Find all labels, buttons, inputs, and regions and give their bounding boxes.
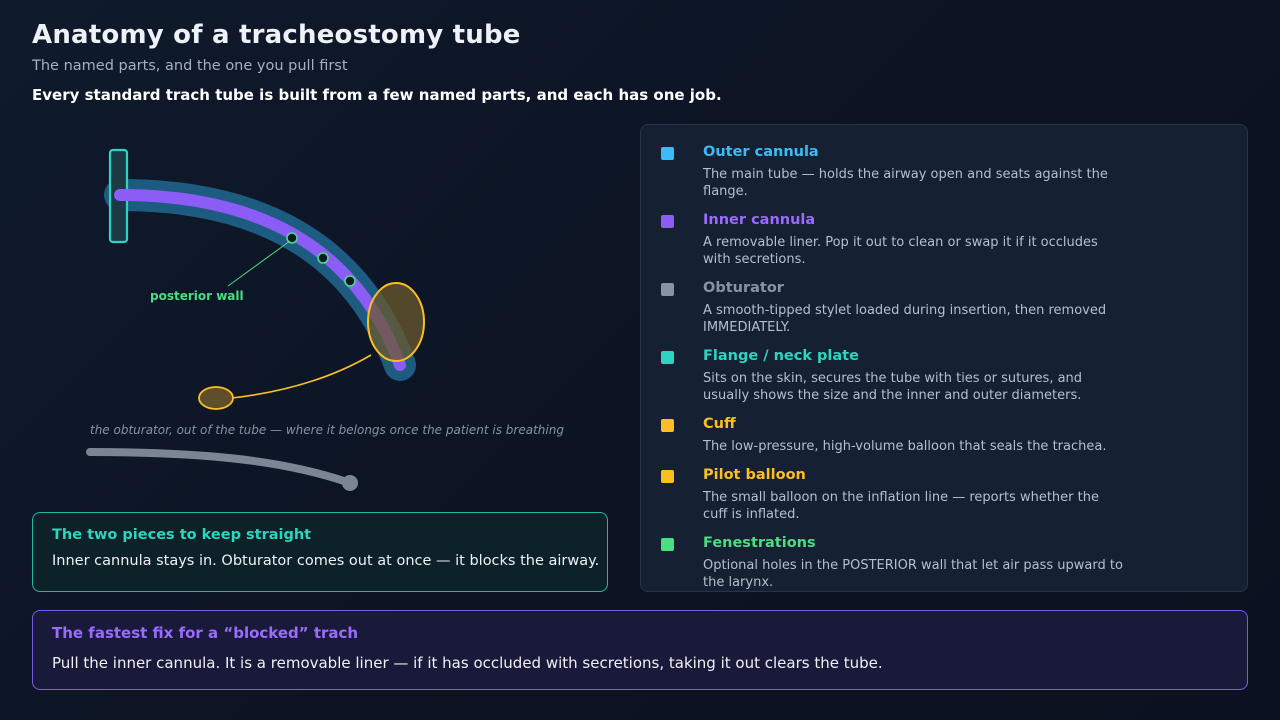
- pilot-balloon-shape: [198, 386, 234, 410]
- legend-name: Outer cannula: [703, 144, 819, 160]
- legend-name: Fenestrations: [703, 535, 816, 551]
- pilot-balloon-swatch: [661, 470, 674, 483]
- inner-cannula-swatch: [661, 215, 674, 228]
- fenestration-dot: [286, 232, 298, 244]
- legend-desc: The low-pressure, high-volume balloon th…: [703, 439, 1107, 454]
- posterior-wall-leader: [227, 240, 291, 287]
- keep-straight-callout: The two pieces to keep straight Inner ca…: [32, 512, 608, 592]
- fastest-fix-text: Pull the inner cannula. It is a removabl…: [52, 654, 883, 672]
- lead-text: Every standard trach tube is built from …: [32, 86, 722, 104]
- inflation-line: [231, 354, 372, 399]
- legend-desc: The main tube — holds the airway open an…: [703, 167, 1108, 199]
- fenestration-dot: [317, 252, 329, 264]
- obturator-shape: [86, 448, 351, 486]
- posterior-wall-label: posterior wall: [150, 289, 244, 303]
- fastest-fix-title: The fastest fix for a “blocked” trach: [52, 624, 359, 642]
- legend-name: Pilot balloon: [703, 467, 806, 483]
- legend-name: Flange / neck plate: [703, 348, 859, 364]
- legend-name: Inner cannula: [703, 212, 816, 228]
- keep-straight-title: The two pieces to keep straight: [52, 527, 312, 543]
- page-title: Anatomy of a tracheostomy tube: [32, 20, 521, 50]
- obturator-caption: the obturator, out of the tube — where i…: [90, 423, 564, 437]
- legend-desc: Sits on the skin, secures the tube with …: [703, 371, 1083, 403]
- flange-swatch: [661, 351, 674, 364]
- obturator-swatch: [661, 283, 674, 296]
- outer-cannula-swatch: [661, 147, 674, 160]
- fenestration-dot: [344, 275, 356, 287]
- cuff-swatch: [661, 419, 674, 432]
- legend-desc: Optional holes in the POSTERIOR wall tha…: [703, 558, 1123, 590]
- keep-straight-text: Inner cannula stays in. Obturator comes …: [52, 553, 600, 569]
- legend-desc: A smooth-tipped stylet loaded during ins…: [703, 303, 1107, 335]
- legend-name: Cuff: [703, 416, 736, 432]
- inner-cannula-shape: [114, 189, 406, 371]
- obturator-tip: [342, 475, 358, 491]
- legend-desc: A removable liner. Pop it out to clean o…: [703, 235, 1098, 267]
- page-subtitle: The named parts, and the one you pull fi…: [32, 58, 348, 74]
- trach-tube-diagram: posterior wall the obturator, out of the…: [86, 148, 564, 491]
- cuff-shape: [367, 282, 425, 362]
- legend-panel: Outer cannula The main tube — holds the …: [640, 124, 1248, 592]
- legend-name: Obturator: [703, 280, 784, 296]
- legend-desc: The small balloon on the inflation line …: [703, 490, 1099, 522]
- fenestrations-swatch: [661, 538, 674, 551]
- fastest-fix-callout: The fastest fix for a “blocked” trach Pu…: [32, 610, 1248, 690]
